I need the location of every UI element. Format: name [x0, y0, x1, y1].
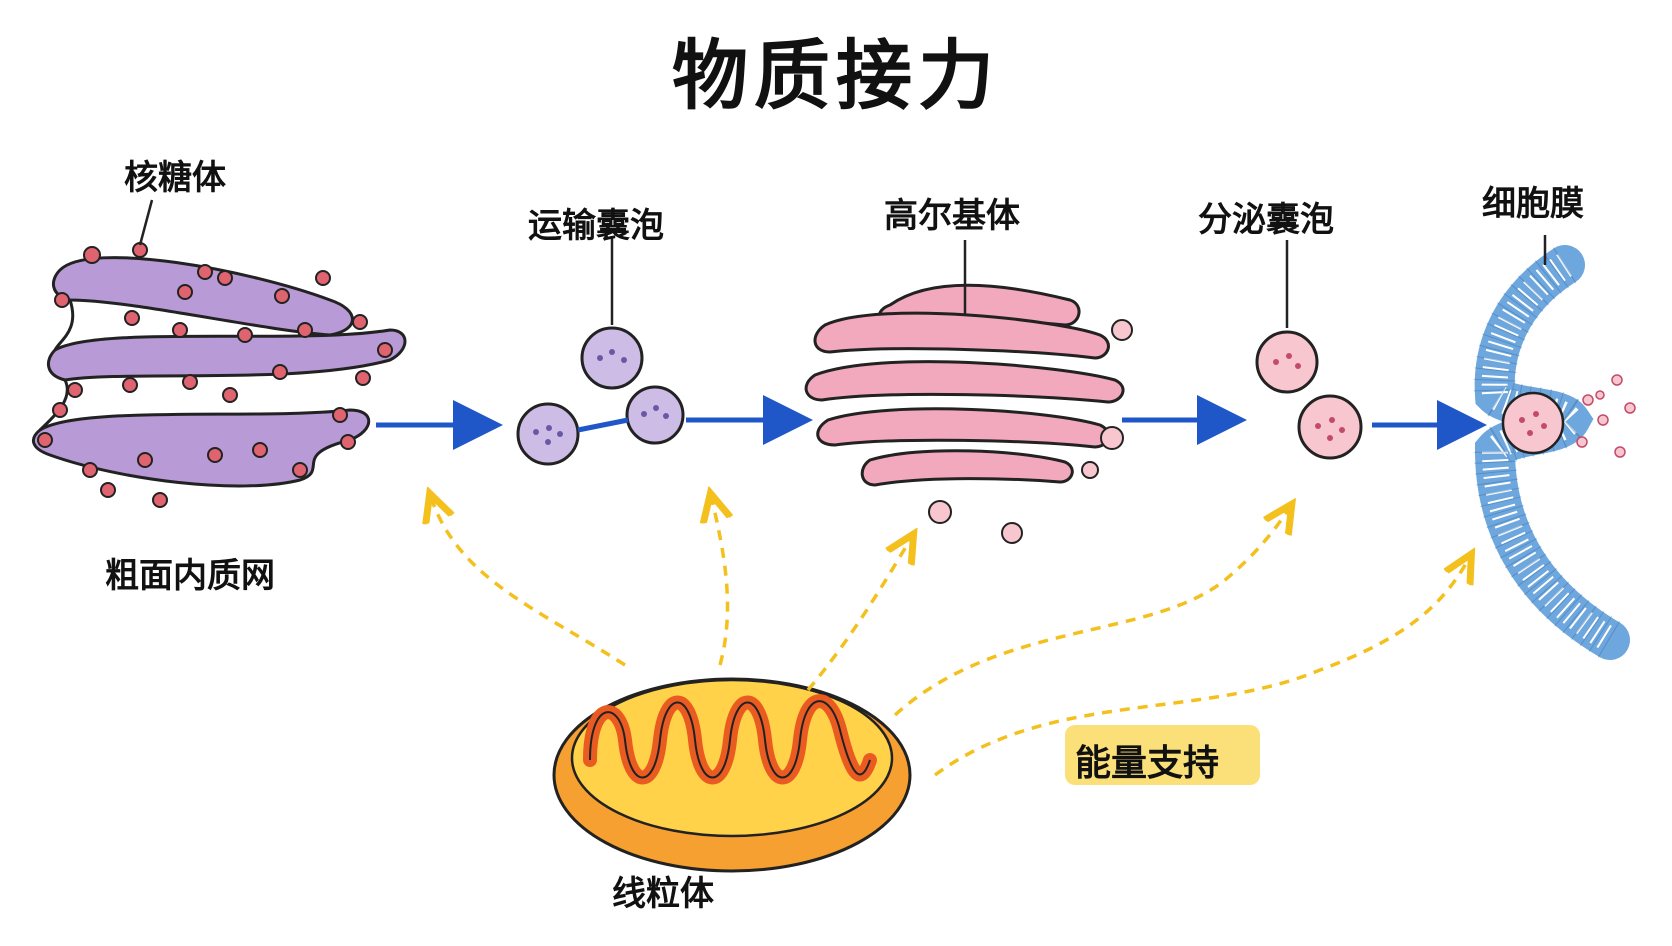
- fusing-vesicle: [1501, 391, 1565, 455]
- transport-vesicle-right: [625, 385, 685, 445]
- page-title: 物质接力: [672, 31, 1000, 120]
- golgi-apparatus: [804, 283, 1125, 487]
- golgi-small-vesicles: [928, 319, 1133, 544]
- label-cell-membrane: 细胞膜: [1482, 184, 1584, 224]
- label-rough-er: 粗面内质网: [105, 556, 275, 596]
- rough-er: [32, 256, 407, 488]
- label-transport-vesicle: 运输囊泡: [528, 206, 664, 246]
- energy-arrow-to-er: [432, 500, 626, 667]
- secretory-vesicle-bottom: [1297, 394, 1363, 460]
- energy-support-badge: [1065, 725, 1260, 785]
- label-golgi: 高尔基体: [884, 196, 1020, 236]
- energy-arrow-to-membrane: [933, 560, 1468, 777]
- transport-vesicle-top: [580, 326, 644, 390]
- energy-arrows: [432, 500, 1468, 777]
- transport-vesicle-left: [516, 402, 580, 466]
- ribosomes: [37, 242, 393, 508]
- label-ribosome: 核糖体: [124, 158, 226, 198]
- cell-membrane: [1473, 245, 1630, 660]
- label-mitochondrion: 线粒体: [612, 874, 714, 914]
- secretory-vesicle-top: [1255, 330, 1319, 394]
- ribosome-leader-line: [138, 199, 154, 246]
- label-secretory-vesicle: 分泌囊泡: [1198, 200, 1334, 240]
- flow-arrows: [376, 395, 1487, 450]
- mitochondrion: [552, 677, 912, 873]
- label-energy-support: 能量支持: [1075, 743, 1220, 784]
- flow-link-vesicles: [577, 417, 629, 433]
- energy-arrow-to-secretory: [893, 510, 1288, 717]
- secreted-particles: [1576, 374, 1636, 458]
- energy-arrow-to-golgi: [806, 540, 910, 692]
- energy-arrow-to-transport: [712, 500, 728, 666]
